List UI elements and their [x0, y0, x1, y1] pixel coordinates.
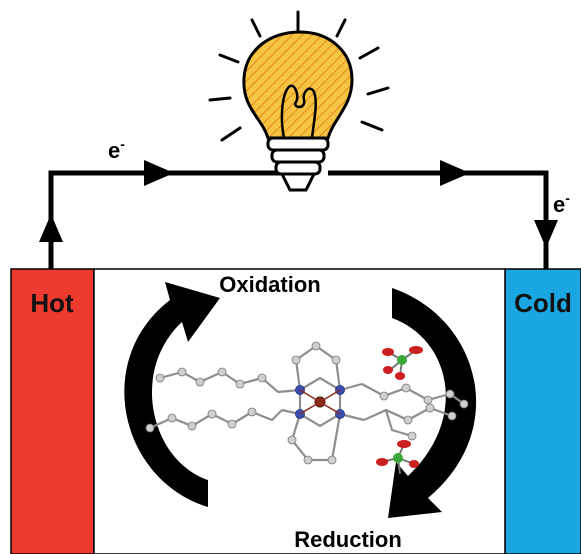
cold-electrode — [504, 268, 581, 554]
left-cycle-arrow — [124, 282, 220, 507]
perchlorate-ion-lower — [376, 440, 419, 475]
electron-label-left: e- — [108, 136, 125, 163]
current-direction-arrows — [39, 160, 558, 248]
wire-arrow-right-left-icon — [144, 160, 174, 186]
wire-arrow-up-icon — [39, 214, 63, 242]
hot-electrode — [10, 268, 95, 554]
electron-label-right: e- — [553, 190, 570, 217]
right-cycle-arrow — [388, 288, 477, 518]
perchlorate-ion-upper — [382, 346, 423, 380]
wire-arrow-down-icon — [534, 220, 558, 248]
redox-cycle-arrows-icon — [124, 282, 477, 518]
molecular-structure-icon — [145, 341, 469, 475]
wire-arrow-right-right-icon — [440, 160, 470, 186]
reduction-label: Reduction — [294, 527, 402, 552]
oxidation-label: Oxidation — [219, 272, 320, 297]
light-bulb-icon — [242, 30, 354, 192]
hot-label: Hot — [30, 288, 74, 318]
cold-label: Cold — [514, 288, 572, 318]
light-rays-icon — [208, 10, 390, 142]
